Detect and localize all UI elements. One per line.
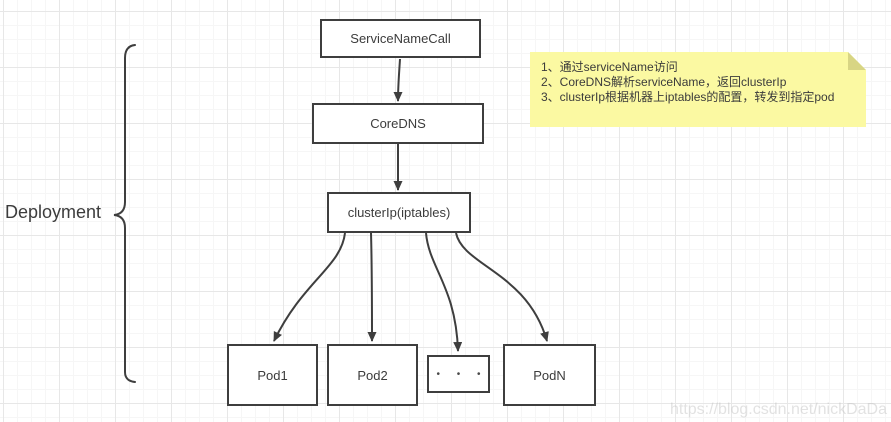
- node-pod-ellipsis-label: • • •: [436, 368, 488, 380]
- node-clusterip-label: clusterIp(iptables): [347, 205, 451, 220]
- note-line-2: 2、CoreDNS解析serviceName，返回clusterIp: [541, 75, 787, 89]
- arrow-servicenamecall-to-coredns: [393, 58, 403, 102]
- note-fold-corner-icon: [848, 52, 866, 70]
- note-line-3: 3、clusterIp根据机器上iptables的配置，转发到指定pod: [541, 90, 835, 104]
- note-line-1: 1、通过serviceName访问: [541, 60, 678, 74]
- arrow-clusterip-to-podn: [455, 232, 549, 342]
- node-coredns-label: CoreDNS: [370, 116, 426, 131]
- node-podn: PodN: [503, 344, 596, 406]
- arrow-clusterip-to-pod2: [367, 232, 377, 342]
- deployment-brace: [113, 44, 136, 383]
- node-clusterip: clusterIp(iptables): [327, 192, 471, 233]
- deployment-label: Deployment: [5, 202, 102, 222]
- arrow-clusterip-to-ellipsis: [425, 232, 463, 352]
- node-pod1: Pod1: [227, 344, 318, 406]
- node-coredns: CoreDNS: [312, 103, 484, 144]
- node-servicenamecall-label: ServiceNameCall: [350, 31, 451, 46]
- node-servicenamecall: ServiceNameCall: [320, 19, 481, 58]
- node-pod2: Pod2: [327, 344, 418, 406]
- sticky-note: 1、通过serviceName访问 2、CoreDNS解析serviceName…: [530, 52, 866, 127]
- node-podn-label: PodN: [533, 367, 566, 383]
- node-pod2-label: Pod2: [357, 367, 388, 383]
- arrow-clusterip-to-pod1: [273, 232, 346, 342]
- watermark-text: https://blog.csdn.net/nickDaDa: [669, 401, 887, 418]
- node-pod-ellipsis: • • •: [427, 355, 490, 393]
- node-pod1-label: Pod1: [257, 367, 288, 383]
